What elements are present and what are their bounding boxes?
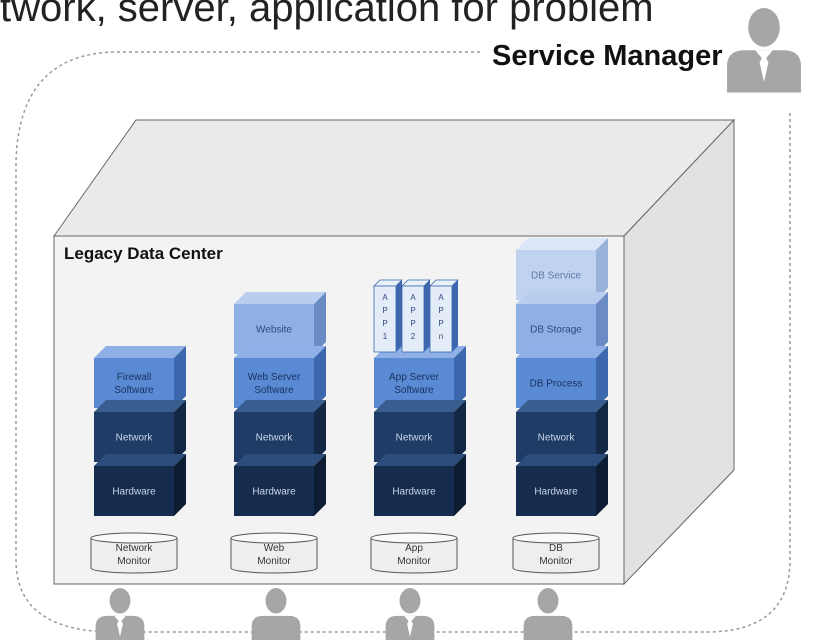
stack-layer-label: Network xyxy=(256,433,294,444)
stack-layer: Network xyxy=(374,400,466,462)
app-block-letter: P xyxy=(410,319,415,328)
stack-layer-label: Network xyxy=(396,433,434,444)
stack-layer-label: DB Storage xyxy=(530,325,582,336)
app-block-letter: P xyxy=(438,306,443,315)
stack-layer-label: Hardware xyxy=(112,487,156,498)
stack-layer-label: Software xyxy=(394,385,434,396)
monitor-label: App xyxy=(405,543,423,554)
server-stacks: FirewallSoftwareNetworkHardwareNetworkMo… xyxy=(90,238,608,574)
stack-layer: DB Storage xyxy=(516,292,608,354)
stack-layer-label: Hardware xyxy=(252,487,296,498)
stack-layer-label: Firewall xyxy=(117,372,151,383)
person-with-tie-icon xyxy=(385,588,435,640)
stack-layer: Hardware xyxy=(234,454,326,516)
server-stack: DB Service DB Storage DB ProcessNetworkHar… xyxy=(512,238,608,574)
monitor-cylinder: DB Monitor xyxy=(512,532,600,574)
operators xyxy=(95,8,801,640)
stack-layer: DB Process xyxy=(516,346,608,408)
stack-layer-label: Hardware xyxy=(534,487,578,498)
monitor-label: Network xyxy=(116,543,154,554)
stack-layer-label: DB Service xyxy=(531,271,581,282)
stack-layer-label: Hardware xyxy=(392,487,436,498)
stack-layer-label: Network xyxy=(116,433,154,444)
stack-layer-label: Network xyxy=(538,433,576,444)
dashed-boundary xyxy=(15,51,791,633)
person-with-tie-icon xyxy=(95,588,145,640)
app-block-letter: P xyxy=(382,306,387,315)
monitor-label: DB xyxy=(549,543,563,554)
server-stack: App ServerSoftwareNetworkHardwareAPP1APP… xyxy=(370,279,466,574)
stack-layer: DB Service xyxy=(516,238,608,300)
app-block-letter: n xyxy=(439,332,443,341)
monitor-label: Monitor xyxy=(257,556,291,567)
stack-layer-label: Software xyxy=(114,385,154,396)
stack-layer: Network xyxy=(516,400,608,462)
header-text: twork, server, application for problem xyxy=(0,0,654,30)
stack-layer: Hardware xyxy=(374,454,466,516)
data-center-top-face xyxy=(53,119,736,237)
app-block-letter: 1 xyxy=(383,332,388,341)
app-block-letter: A xyxy=(438,293,444,302)
stack-layer: Hardware xyxy=(94,454,186,516)
server-stack: FirewallSoftwareNetworkHardwareNetworkMo… xyxy=(90,346,186,574)
service-manager-label: Service Manager xyxy=(492,40,723,72)
app-block-letter: P xyxy=(382,319,387,328)
person-with-tie-icon xyxy=(727,8,801,93)
app-block-letter: P xyxy=(438,319,443,328)
person-icon xyxy=(523,588,573,640)
app-block-letter: A xyxy=(382,293,388,302)
monitor-label: Web xyxy=(264,543,285,554)
stack-layer-label: DB Process xyxy=(530,379,583,390)
monitor-label: Monitor xyxy=(539,556,573,567)
stack-layer-label: App Server xyxy=(389,372,440,383)
stack-layer: Network xyxy=(94,400,186,462)
person-icon xyxy=(251,588,301,640)
stack-layer: Network xyxy=(234,400,326,462)
app-block-letter: P xyxy=(410,306,415,315)
data-center-label: Legacy Data Center xyxy=(64,244,223,263)
stack-layer: Website xyxy=(234,292,326,354)
stack-layer-label: Website xyxy=(256,325,292,336)
monitor-label: Monitor xyxy=(117,556,151,567)
stack-layer: Hardware xyxy=(516,454,608,516)
stack-layer-label: Software xyxy=(254,385,294,396)
app-block-letter: A xyxy=(410,293,416,302)
stack-layer-label: Web Server xyxy=(248,372,301,383)
app-block-letter: 2 xyxy=(411,332,416,341)
monitor-label: Monitor xyxy=(397,556,431,567)
